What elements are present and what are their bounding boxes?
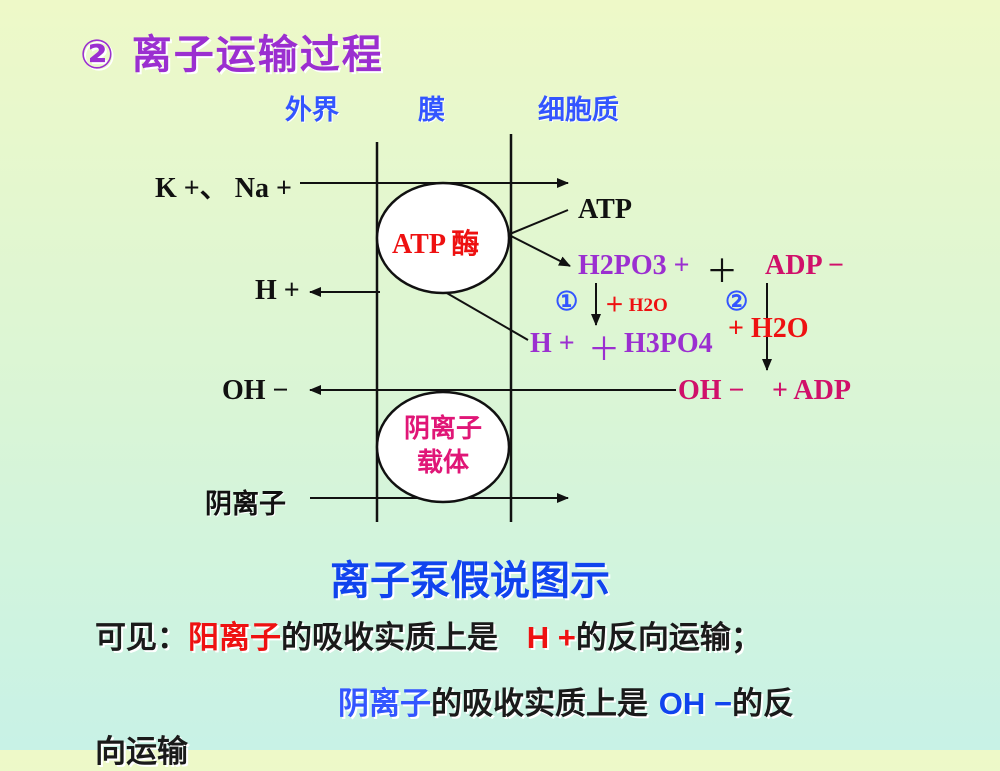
conclusion-h-ion: H +	[526, 620, 576, 655]
conclusion-cation: 阳离子	[188, 620, 281, 656]
k-na-label: K +、 Na +	[155, 173, 292, 204]
step1-marker: ①	[555, 287, 579, 316]
conclusion-oh-ion: OH −	[658, 686, 733, 721]
atp-enzyme-label: ATP 酶	[392, 229, 480, 260]
conclusion-anion: 阴离子	[338, 686, 431, 722]
h2po3-label: H2PO3 +	[578, 250, 690, 281]
plus-sign: ＋	[706, 253, 739, 289]
conclusion-line-3: 向运输	[95, 734, 188, 770]
anion-carrier-label: 阴离子 载体	[403, 414, 482, 478]
header-cytoplasm: 细胞质	[538, 95, 619, 126]
anion-carrier-oval	[375, 390, 511, 504]
plus-adp-product: + ADP	[772, 375, 851, 406]
atp-enzyme-oval	[375, 181, 511, 295]
adp-minus-label: ADP −	[765, 250, 844, 281]
oh-minus-product: OH −	[678, 375, 745, 406]
header-membrane: 膜	[418, 95, 445, 126]
plus-sign-2: ＋	[588, 331, 621, 367]
diagram-caption: 离子泵假说图示	[330, 558, 610, 604]
enzyme-to-h2po3-line	[510, 235, 571, 267]
water-big-label: + H2O	[728, 313, 809, 344]
anion-label: 阴离子	[205, 489, 286, 520]
header-outside: 外界	[285, 95, 339, 126]
atp-label: ATP	[578, 194, 632, 225]
conclusion-suffix-1: 的反向运输；	[575, 620, 762, 656]
h-label: H +	[255, 275, 300, 306]
conclusion-line-2: 阴离子的吸收实质上是 OH −的反	[338, 678, 794, 723]
water-small-label: ＋ H2O	[605, 295, 668, 316]
transport-diagram	[300, 134, 772, 522]
oh-label: OH −	[222, 375, 289, 406]
step2-marker: ②	[725, 287, 749, 316]
conclusion-middle-2: 的吸收实质上是	[431, 686, 648, 722]
enzyme-to-hplus-line	[444, 291, 529, 341]
page-title: ② 离子运输过程	[80, 32, 384, 78]
h-plus-product: H +	[530, 328, 575, 359]
conclusion-suffix-2: 的反	[732, 686, 795, 722]
h3po4-label: H3PO4	[624, 328, 713, 359]
enzyme-to-atp-line	[504, 209, 569, 237]
conclusion-line-1: 可见：阳离子的吸收实质上是 H +的反向运输；	[95, 612, 762, 657]
conclusion-prefix: 可见：	[95, 620, 188, 656]
conclusion-middle-1: 的吸收实质上是	[281, 620, 498, 656]
